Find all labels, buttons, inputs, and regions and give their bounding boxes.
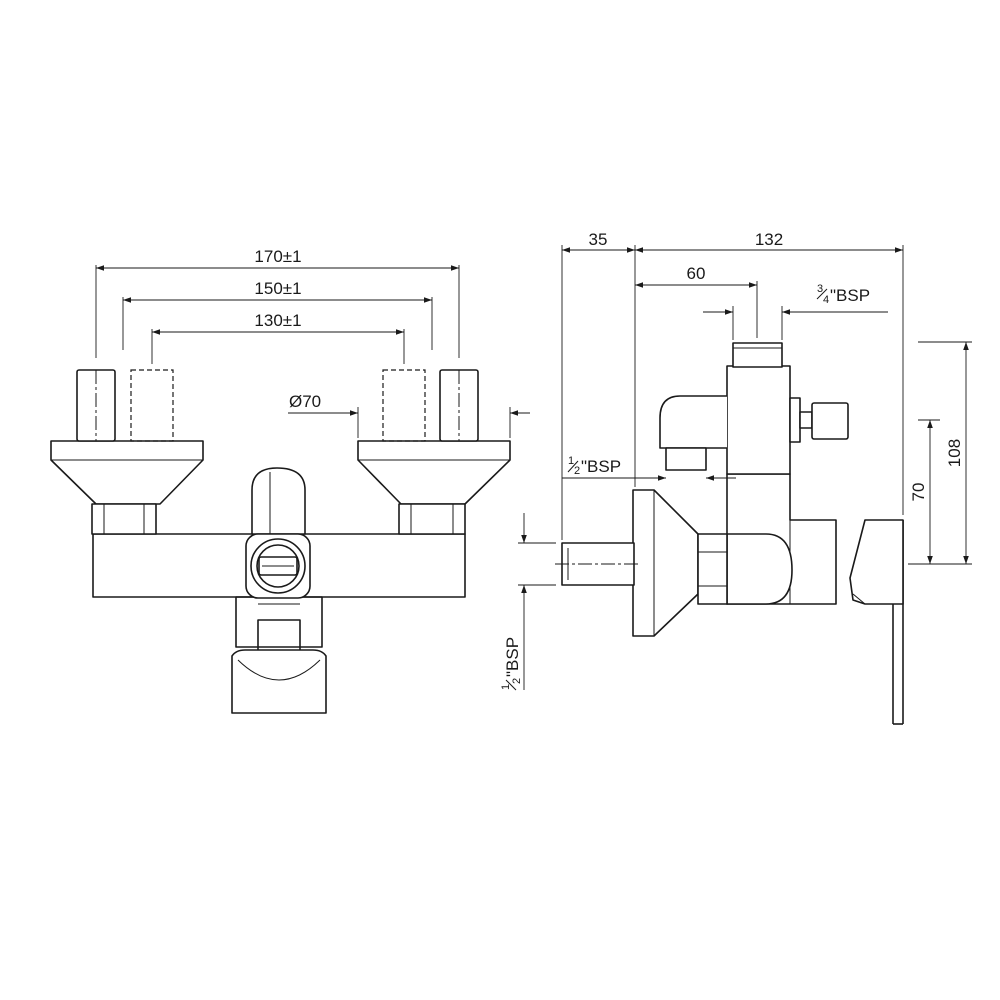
handle-lever — [251, 467, 306, 535]
side-eccentric — [555, 489, 728, 637]
dim-mid-thread: 1 2 "BSP — [562, 455, 736, 481]
spout — [231, 649, 327, 714]
right-eccentric — [357, 369, 511, 535]
thread-top-den: 4 — [823, 294, 829, 306]
diverter-knob — [811, 402, 849, 440]
dim-label-132: 132 — [755, 230, 783, 249]
dim-diameter: Ø70 — [288, 392, 530, 438]
dim-label-170: 170±1 — [254, 247, 301, 266]
dim-label-70: 70 — [909, 483, 928, 502]
thread-mid-num: 1 — [568, 455, 574, 467]
dim-60: 60 — [635, 264, 758, 338]
dim-label-35: 35 — [589, 230, 608, 249]
thread-inlet-label: "BSP — [503, 637, 522, 677]
dim-label-60: 60 — [687, 264, 706, 283]
thread-top-num: 3 — [817, 283, 823, 295]
dim-170: 170±1 — [95, 247, 460, 358]
dim-top-thread: 3 4 "BSP — [703, 283, 888, 340]
side-spout — [659, 395, 727, 449]
dim-label-diameter: Ø70 — [289, 392, 321, 411]
side-handle — [849, 519, 904, 605]
dim-108: 108 — [908, 341, 972, 565]
diverter-block — [257, 619, 301, 655]
dim-label-150: 150±1 — [254, 279, 301, 298]
dim-70: 70 — [909, 419, 940, 564]
dim-130: 130±1 — [151, 311, 405, 364]
left-eccentric — [50, 369, 204, 535]
side-view: 35 132 60 3 4 "BSP 1 2 "BSP — [500, 230, 972, 725]
thread-mid-den: 2 — [574, 465, 580, 477]
thread-inlet-den: 2 — [511, 678, 523, 684]
cartridge-knob — [245, 533, 311, 599]
front-view: 170±1 150±1 130±1 Ø70 — [50, 247, 530, 714]
dim-inlet-thread: 1 2 "BSP — [500, 513, 556, 691]
dim-label-130: 130±1 — [254, 311, 301, 330]
thread-top-label: "BSP — [830, 286, 870, 305]
dim-150: 150±1 — [122, 279, 433, 350]
thread-inlet-num: 1 — [500, 684, 512, 690]
diverter-column — [726, 365, 791, 475]
dim-label-108: 108 — [945, 439, 964, 467]
thread-mid-label: "BSP — [581, 457, 621, 476]
top-thread — [732, 342, 783, 368]
